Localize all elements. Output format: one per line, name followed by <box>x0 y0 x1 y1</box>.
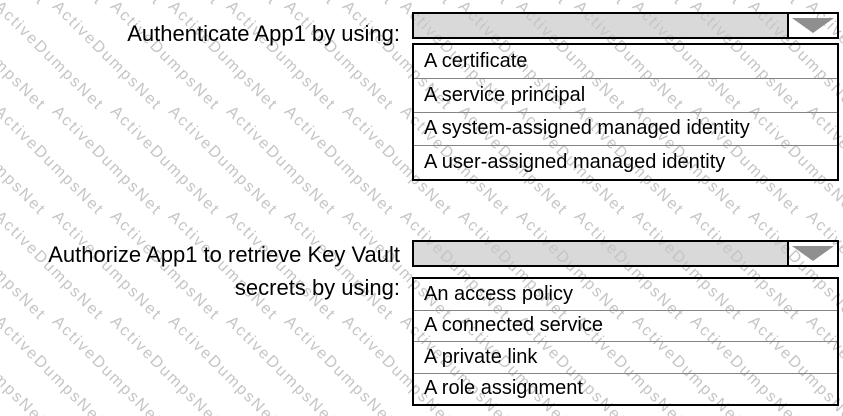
watermark-text: ActiveDumpsNet <box>338 0 455 10</box>
watermark-text: ActiveDumpsNet <box>280 0 397 10</box>
watermark-text: ActiveDumpsNet <box>0 103 108 220</box>
watermark-text: ActiveDumpsNet <box>0 313 50 416</box>
chevron-down-icon <box>792 246 834 261</box>
question-1-options-list: A certificate A service principal A syst… <box>412 43 839 181</box>
watermark-text: ActiveDumpsNet <box>106 313 224 416</box>
watermark-text: ActiveDumpsNet <box>164 103 282 220</box>
watermark-text: ActiveDumpsNet <box>0 0 107 10</box>
question-2-dropdown[interactable] <box>412 240 839 267</box>
option-item[interactable]: A connected service <box>414 311 837 342</box>
watermark-text: ActiveDumpsNet <box>628 0 745 10</box>
question-1-label: Authenticate App1 by using: <box>0 17 400 50</box>
watermark-text: ActiveDumpsNet <box>280 313 398 416</box>
watermark-text: ActiveDumpsNet <box>454 0 571 10</box>
option-item[interactable]: A private link <box>414 342 837 374</box>
question-2-label: Authorize App1 to retrieve Key Vault sec… <box>0 238 400 304</box>
watermark-text: ActiveDumpsNet <box>280 103 398 220</box>
watermark-text: ActiveDumpsNet <box>48 0 165 10</box>
watermark-text: ActiveDumpsNet <box>396 0 513 10</box>
option-item[interactable]: A user-assigned managed identity <box>424 151 726 174</box>
watermark-text: ActiveDumpsNet <box>48 103 166 220</box>
watermark-text: ActiveDumpsNet <box>0 0 49 10</box>
question-2-label-line-1: Authorize App1 to retrieve Key Vault <box>48 242 400 267</box>
question-1-dropdown-selected-value[interactable] <box>414 14 787 37</box>
question-2-dropdown-arrow-button[interactable] <box>787 242 837 265</box>
option-item[interactable]: A certificate <box>414 45 837 79</box>
watermark-text: ActiveDumpsNet <box>222 103 340 220</box>
watermark-text: ActiveDumpsNet <box>570 0 687 10</box>
chevron-down-icon <box>792 18 834 33</box>
watermark-text: ActiveDumpsNet <box>686 0 803 10</box>
question-2-options-list: An access policy A connected service A p… <box>412 277 839 406</box>
watermark-text: ActiveDumpsNet <box>512 0 629 10</box>
option-item[interactable]: A service principal <box>414 79 837 113</box>
watermark-text: ActiveDumpsNet <box>164 0 281 10</box>
watermark-text: ActiveDumpsNet <box>106 103 224 220</box>
question-1-dropdown-arrow-button[interactable] <box>787 14 837 37</box>
watermark-text: ActiveDumpsNet <box>48 313 166 416</box>
watermark-text: ActiveDumpsNet <box>106 0 223 10</box>
watermark-text: ActiveDumpsNet <box>0 103 50 220</box>
option-item[interactable]: An access policy <box>414 279 837 311</box>
watermark-text: ActiveDumpsNet <box>222 313 340 416</box>
watermark-text: ActiveDumpsNet <box>0 313 108 416</box>
watermark-text: ActiveDumpsNet <box>222 0 339 10</box>
option-item[interactable]: A system-assigned managed identity <box>414 113 837 147</box>
question-1-label-line: Authenticate App1 by using: <box>127 21 400 46</box>
question-2-dropdown-selected-value[interactable] <box>414 242 787 265</box>
question-2-label-line-2: secrets by using: <box>234 275 400 300</box>
watermark-text: ActiveDumpsNet <box>744 0 843 10</box>
watermark-text: ActiveDumpsNet <box>802 0 843 10</box>
question-1-dropdown[interactable] <box>412 12 839 39</box>
watermark-text: ActiveDumpsNet <box>164 313 282 416</box>
option-item[interactable]: A role assignment <box>424 377 583 400</box>
